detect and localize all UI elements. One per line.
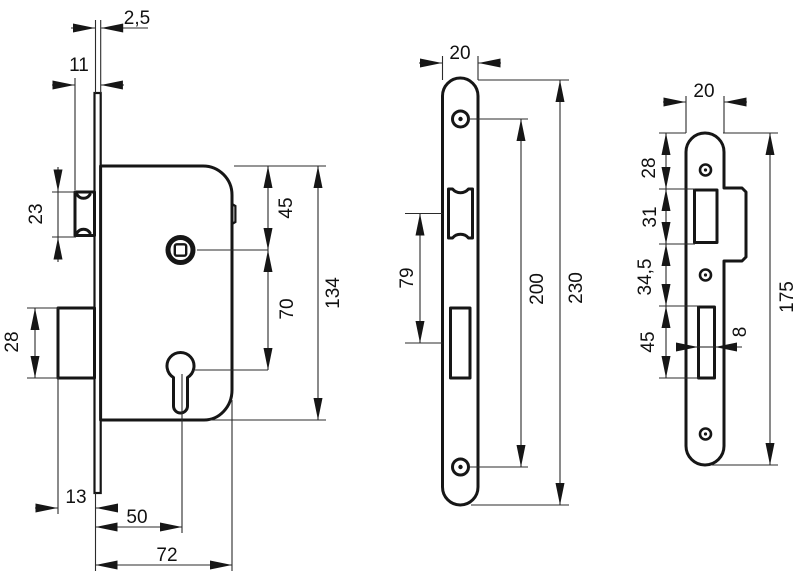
dim-strike-width: 20 xyxy=(693,81,714,102)
screw-hole-top-center xyxy=(458,116,463,122)
faceplate-outline xyxy=(441,76,480,507)
deadbolt-cutout xyxy=(449,306,472,380)
dim-screw-spacing: 200 xyxy=(527,273,548,305)
view-strike-plate: 20 28 31 34,5 45 8 175 xyxy=(635,81,798,467)
euro-cylinder-keyhole xyxy=(165,351,196,415)
dim-latch-to-deadbolt: 79 xyxy=(397,267,418,288)
latch-cutout xyxy=(447,187,474,240)
view-faceplate-front: 20 79 200 230 xyxy=(397,43,587,507)
latch-bevel-bottom xyxy=(75,227,92,235)
dim-latch-projection: 11 xyxy=(69,55,89,76)
view-lock-case-side: 2,5 11 23 28 13 50 72 45 70 134 xyxy=(2,8,344,571)
strike-extension-lines xyxy=(659,96,778,466)
strike-deadbolt-cutout xyxy=(697,305,716,380)
case-edge-notch xyxy=(231,203,237,225)
spindle-square-hole xyxy=(173,243,188,257)
strike-screw-hole-top xyxy=(698,163,713,177)
dim-backset: 50 xyxy=(126,507,147,528)
strike-screw-hole-top-center xyxy=(703,168,708,172)
latch-bevel-top xyxy=(75,193,92,200)
latch-bolt-side xyxy=(73,190,96,237)
dim-faceplate-height: 230 xyxy=(566,272,587,304)
dim-deadbolt-cutout-height: 45 xyxy=(638,331,659,352)
side-dimension-lines xyxy=(30,23,323,570)
dim-faceplate-thickness: 2,5 xyxy=(124,8,150,29)
lock-case-outline xyxy=(99,164,234,422)
strike-screw-hole-bottom-center xyxy=(703,432,708,436)
side-extension-lines xyxy=(27,20,326,571)
dim-faceplate-width: 20 xyxy=(449,43,470,64)
screw-hole-bottom xyxy=(451,457,470,477)
spindle-follower-ring xyxy=(165,235,196,265)
faceplate-dimension-lines xyxy=(415,58,565,505)
dim-deadbolt-height: 28 xyxy=(2,331,23,352)
dim-latch-height: 23 xyxy=(26,203,47,224)
dim-top-to-spindle: 45 xyxy=(276,197,297,218)
dim-case-height: 134 xyxy=(323,277,344,309)
strike-screw-hole-bottom xyxy=(698,427,713,441)
screw-hole-bottom-center xyxy=(458,464,463,470)
dim-case-depth: 72 xyxy=(156,545,177,566)
dim-deadbolt-projection: 13 xyxy=(65,487,86,508)
deadbolt-side xyxy=(56,306,96,380)
strike-plate-outline xyxy=(684,131,748,467)
dim-strike-height: 175 xyxy=(777,281,798,313)
dim-spindle-to-cylinder: 70 xyxy=(277,298,298,319)
dim-latch-cutout-height: 31 xyxy=(640,206,661,227)
dim-end-to-latch: 28 xyxy=(639,157,660,178)
strike-latch-cutout xyxy=(693,188,719,244)
dim-latch-to-deadbolt-cutout: 34,5 xyxy=(635,259,656,296)
strike-screw-hole-middle-center xyxy=(703,273,708,277)
strike-screw-hole-middle xyxy=(698,268,713,282)
strike-dimension-lines xyxy=(661,97,775,465)
dim-deadbolt-cutout-width: 8 xyxy=(730,327,751,338)
